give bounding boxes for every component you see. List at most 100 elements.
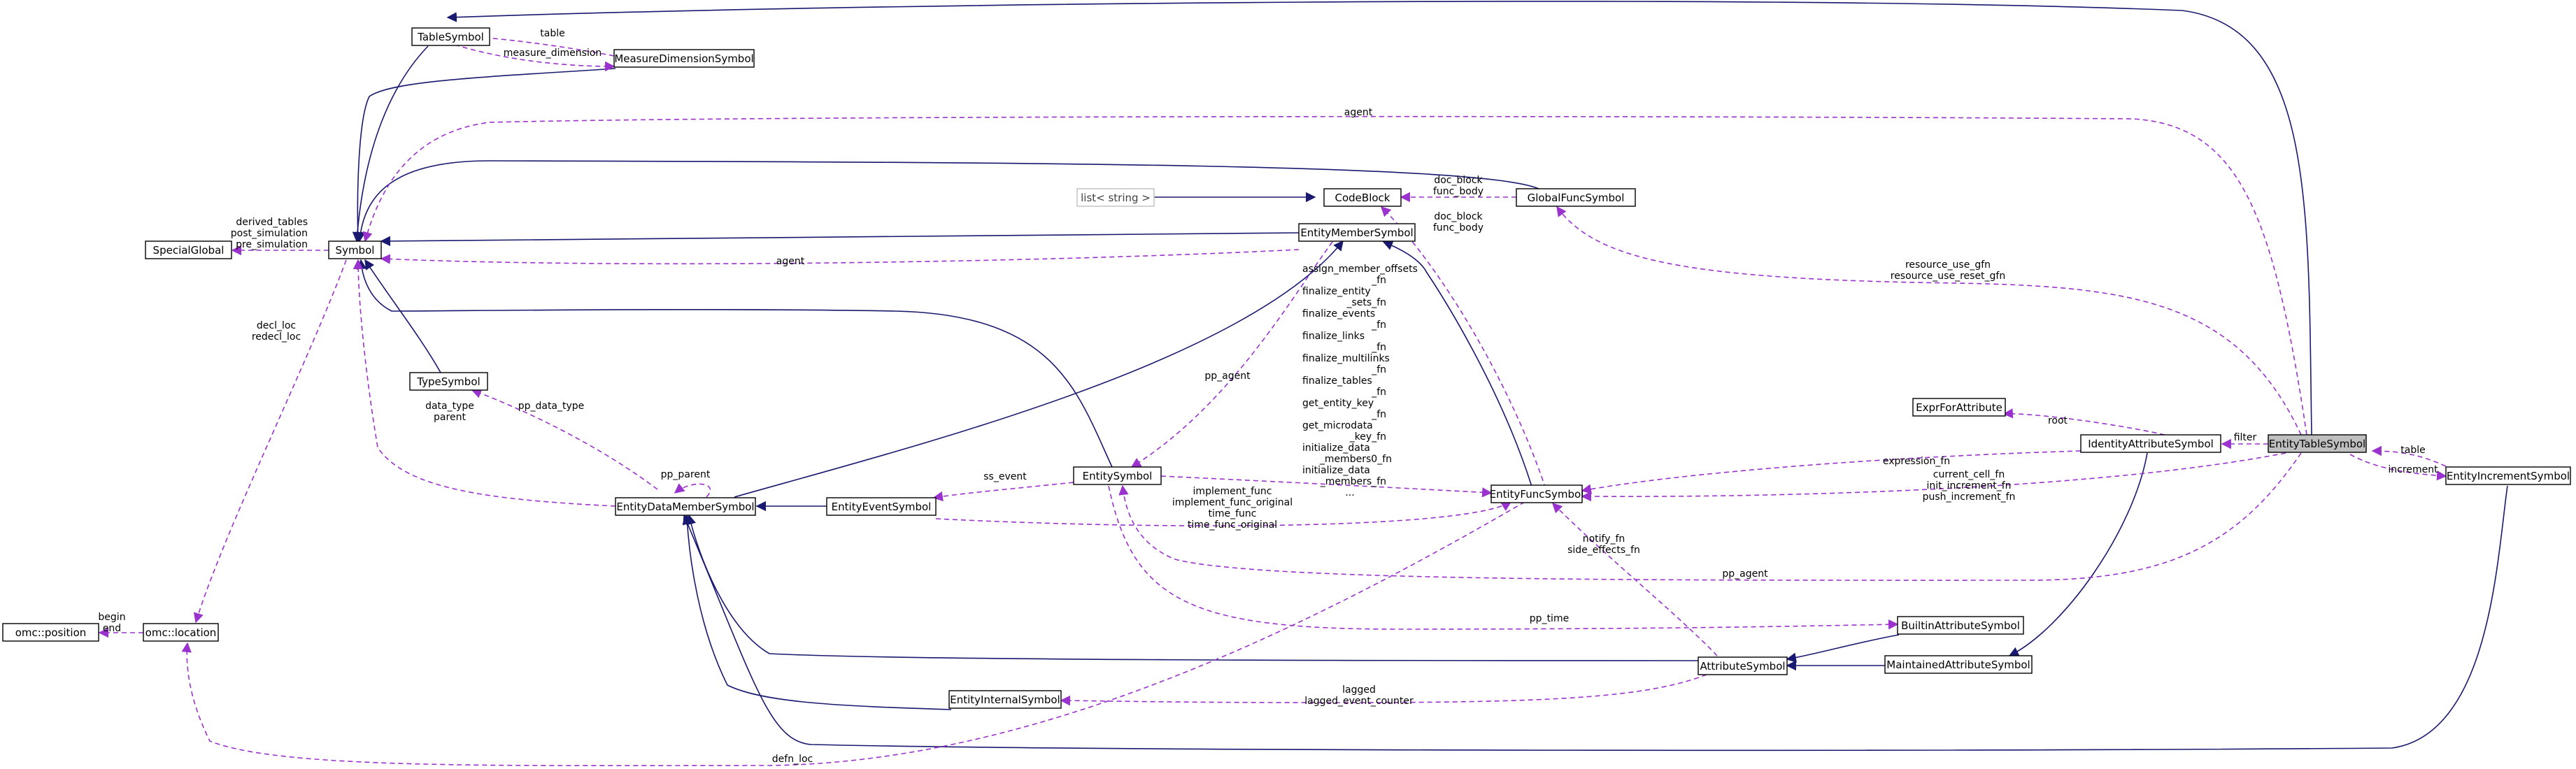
svg-text:IdentityAttributeSymbol: IdentityAttributeSymbol bbox=[2088, 438, 2214, 450]
node-special-global[interactable]: SpecialGlobal bbox=[145, 240, 232, 259]
label-member-fn-5: _fn bbox=[1371, 319, 1386, 331]
node-entity-internal-symbol[interactable]: EntityInternalSymbol bbox=[948, 690, 1062, 709]
svg-text:SpecialGlobal: SpecialGlobal bbox=[153, 244, 225, 257]
label-decl-loc: decl_loc bbox=[257, 320, 296, 331]
label-current-cell-fn: current_cell_fn bbox=[1933, 469, 2005, 480]
node-code-block[interactable]: CodeBlock bbox=[1323, 188, 1402, 207]
node-entity-data-member-symbol[interactable]: EntityDataMemberSymbol bbox=[615, 497, 756, 516]
node-entity-event-symbol[interactable]: EntityEventSymbol bbox=[826, 497, 937, 516]
label-ss-event: ss_event bbox=[983, 471, 1027, 482]
label-parent: parent bbox=[434, 412, 466, 423]
label-member-fn-8: finalize_multilinks bbox=[1302, 353, 1390, 364]
svg-text:Symbol: Symbol bbox=[336, 244, 375, 257]
svg-text:TypeSymbol: TypeSymbol bbox=[416, 375, 480, 388]
edge-entityincrementsymbol-to-entitydatamembersymbol bbox=[683, 485, 2508, 752]
edge-identityattributesymbol-to-maintainedattributesymbol bbox=[2008, 452, 2148, 656]
node-attribute-symbol[interactable]: AttributeSymbol bbox=[1698, 656, 1788, 675]
edge-entitymembersymbol-to-symbol bbox=[380, 232, 1300, 247]
node-omc-location[interactable]: omc::location bbox=[143, 623, 219, 642]
svg-text:EntityFuncSymbol: EntityFuncSymbol bbox=[1490, 488, 1584, 501]
node-builtin-attribute-symbol[interactable]: BuiltinAttributeSymbol bbox=[1897, 616, 2024, 635]
edge-builtinattributesymbol-to-attributesymbol bbox=[1786, 634, 1900, 663]
label-root: root bbox=[2048, 415, 2068, 426]
label-member-fn-7: _fn bbox=[1371, 342, 1386, 353]
node-list-string[interactable]: list< string > bbox=[1076, 188, 1155, 207]
edge-typesymbol-to-symbol bbox=[364, 259, 441, 373]
label-member-fn-1: _fn bbox=[1371, 275, 1386, 286]
label-lagged-event-counter: lagged_event_counter bbox=[1304, 696, 1414, 707]
svg-text:BuiltinAttributeSymbol: BuiltinAttributeSymbol bbox=[1901, 619, 2020, 632]
svg-text:EntityInternalSymbol: EntityInternalSymbol bbox=[950, 693, 1060, 706]
label-member-fn-11: _fn bbox=[1371, 387, 1386, 398]
label-pp-time: pp_time bbox=[1530, 613, 1569, 624]
svg-text:EntityEventSymbol: EntityEventSymbol bbox=[832, 501, 932, 513]
edge-attributesymbol-lagged bbox=[1060, 674, 1707, 706]
node-entity-increment-symbol[interactable]: EntityIncrementSymbol bbox=[2445, 466, 2571, 485]
svg-text:list< string >: list< string > bbox=[1081, 192, 1151, 204]
edge-entitymembersymbol-agent bbox=[380, 249, 1300, 265]
label-member-fn-15: _key_fn bbox=[1349, 431, 1386, 443]
node-table-symbol[interactable]: TableSymbol bbox=[411, 27, 490, 46]
label-member-fn-4: finalize_events bbox=[1302, 308, 1375, 319]
label-pp-agent-left: pp_agent bbox=[1204, 371, 1251, 382]
label-member-fn-18: initialize_data bbox=[1302, 465, 1370, 476]
label-begin: begin bbox=[98, 612, 125, 623]
edge-entityfuncsymbol-defn-loc bbox=[181, 501, 1525, 766]
label-redecl-loc: redecl_loc bbox=[252, 331, 301, 343]
edge-entitytablesymbol-increment bbox=[2349, 454, 2447, 481]
label-notify-fn: notify_fn bbox=[1583, 533, 1625, 545]
label-member-fn-19: _members_fn bbox=[1320, 476, 1386, 487]
svg-text:EntityDataMemberSymbol: EntityDataMemberSymbol bbox=[616, 501, 754, 513]
label-increment: increment bbox=[2388, 464, 2438, 475]
svg-text:EntityTableSymbol: EntityTableSymbol bbox=[2269, 438, 2365, 450]
node-identity-attribute-symbol[interactable]: IdentityAttributeSymbol bbox=[2080, 434, 2221, 453]
node-maintained-attribute-symbol[interactable]: MaintainedAttributeSymbol bbox=[1884, 655, 2033, 674]
label-member-fn-12: get_entity_key bbox=[1302, 398, 1374, 409]
node-type-symbol[interactable]: TypeSymbol bbox=[409, 372, 488, 391]
label-data-type: data_type bbox=[425, 401, 474, 412]
svg-text:TableSymbol: TableSymbol bbox=[417, 31, 484, 43]
node-omc-position[interactable]: omc::position bbox=[2, 623, 99, 642]
edge-entitytablesymbol-agent-top bbox=[362, 115, 2307, 436]
label-derived-tables: derived_tables bbox=[236, 217, 308, 228]
edge-entitytablesymbol-current-cell bbox=[1581, 452, 2286, 502]
node-entity-table-symbol[interactable]: EntityTableSymbol bbox=[2268, 434, 2367, 453]
edge-symbol-omclocation bbox=[193, 259, 347, 624]
label-resource-use-reset-gfn: resource_use_reset_gfn bbox=[1891, 271, 2005, 282]
edge-entitytablesymbol-globalfuncsymbol bbox=[1556, 206, 2302, 436]
svg-text:GlobalFuncSymbol: GlobalFuncSymbol bbox=[1528, 192, 1625, 204]
edge-tablesymbol-measuredimension bbox=[454, 44, 615, 72]
node-entity-func-symbol[interactable]: EntityFuncSymbol bbox=[1490, 484, 1584, 503]
edge-entityfuncsymbol-codeblock bbox=[1380, 206, 1546, 489]
svg-text:AttributeSymbol: AttributeSymbol bbox=[1700, 660, 1785, 673]
label-doc-block-entity: doc_block bbox=[1434, 211, 1483, 222]
edge-tablesymbol-to-symbol bbox=[352, 45, 429, 243]
svg-text:EntityMemberSymbol: EntityMemberSymbol bbox=[1300, 227, 1413, 239]
svg-text:MaintainedAttributeSymbol: MaintainedAttributeSymbol bbox=[1886, 659, 2030, 671]
node-entity-symbol[interactable]: EntitySymbol bbox=[1073, 466, 1162, 485]
svg-text:ExprForAttribute: ExprForAttribute bbox=[1916, 401, 2002, 414]
edge-entitydatamembersymbol-to-entitymembersymbol bbox=[734, 240, 1344, 498]
label-pp-agent-bottom: pp_agent bbox=[1722, 568, 1768, 580]
node-entity-member-symbol[interactable]: EntityMemberSymbol bbox=[1298, 223, 1416, 242]
node-symbol[interactable]: Symbol bbox=[328, 240, 382, 259]
node-measure-dimension-symbol[interactable]: MeasureDimensionSymbol bbox=[613, 49, 755, 68]
node-expr-for-attribute[interactable]: ExprForAttribute bbox=[1912, 398, 2006, 417]
edge-measuredimensionsymbol-to-symbol bbox=[353, 68, 616, 243]
edge-entitydatamembersymbol-pp-parent bbox=[674, 483, 711, 498]
edge-entitydatamembersymbol-symbol bbox=[353, 259, 616, 507]
edge-globalfuncsymbol-to-symbol bbox=[355, 160, 1539, 243]
label-table: table bbox=[540, 28, 564, 39]
svg-text:MeasureDimensionSymbol: MeasureDimensionSymbol bbox=[614, 52, 753, 65]
edge-expr-root bbox=[2002, 408, 2165, 436]
label-func-body-global: func_body bbox=[1433, 186, 1483, 197]
label-push-increment-fn: push_increment_fn bbox=[1923, 491, 2016, 503]
edge-entitysymbol-to-symbol bbox=[356, 259, 1113, 468]
label-init-increment-fn: init_increment_fn bbox=[1926, 480, 2011, 491]
label-expression-fn: expression_fn bbox=[1883, 456, 1950, 467]
edge-attributesymbol-notify-fn bbox=[1551, 502, 1718, 656]
label-member-fn-9: _fn bbox=[1371, 364, 1386, 375]
node-global-func-symbol[interactable]: GlobalFuncSymbol bbox=[1516, 188, 1636, 207]
label-member-fn-13: _fn bbox=[1371, 409, 1386, 420]
